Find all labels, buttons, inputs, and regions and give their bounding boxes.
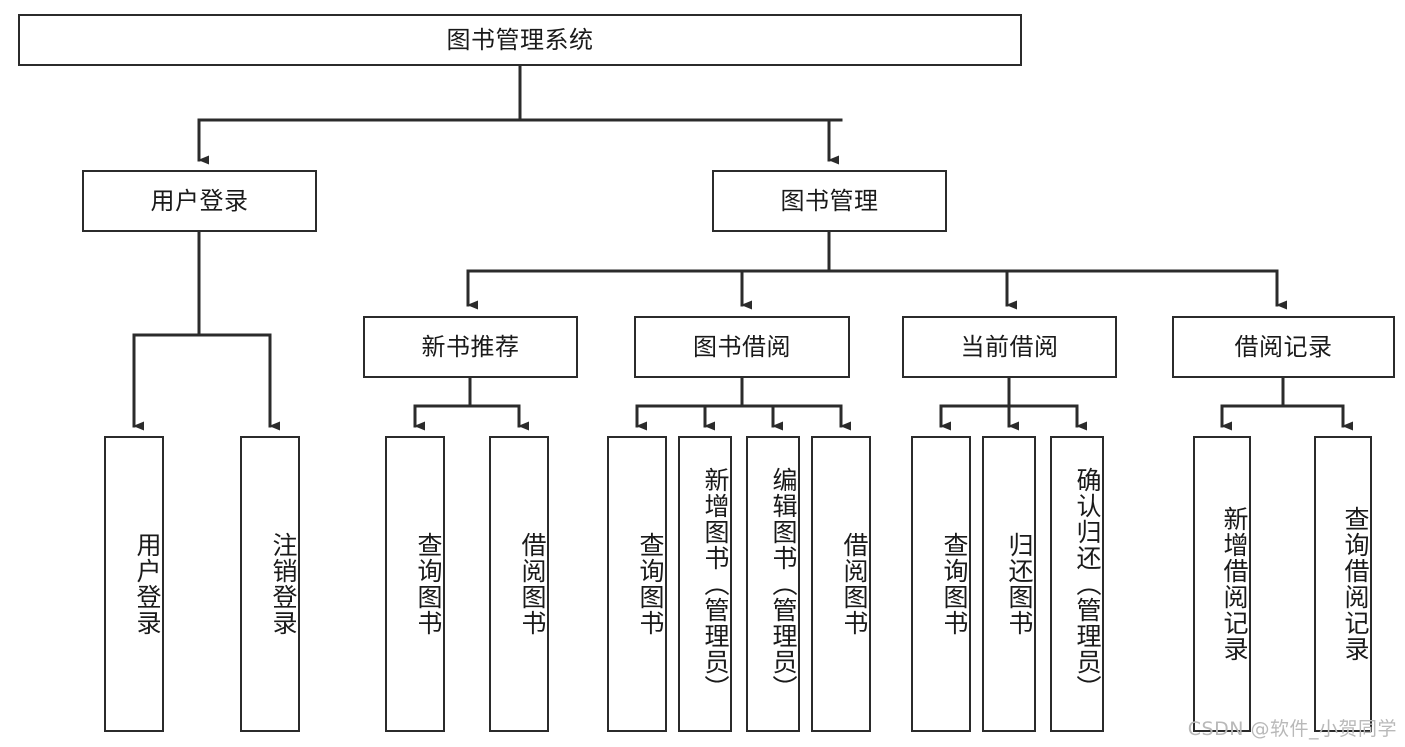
leaf-borrow-query-books[interactable]: 查询图书 [607, 436, 667, 732]
leaf-user-login-signout[interactable]: 注销登录 [240, 436, 300, 732]
leaf-label: 查询图书 [940, 532, 969, 636]
leaf-label: 编辑图书（管理员） [769, 467, 798, 701]
node-current-borrowing[interactable]: 当前借阅 [902, 316, 1117, 378]
node-root-book-management-system[interactable]: 图书管理系统 [18, 14, 1022, 66]
leaf-new-book-borrow-books[interactable]: 借阅图书 [489, 436, 549, 732]
watermark-text: CSDN @软件_小贺同学 [1187, 718, 1397, 740]
leaf-label: 注销登录 [269, 532, 298, 636]
leaf-label: 确认归还（管理员） [1073, 467, 1102, 701]
leaf-label: 查询图书 [636, 532, 665, 636]
leaf-label: 用户登录 [133, 532, 162, 636]
leaf-current-return-books[interactable]: 归还图书 [982, 436, 1036, 732]
leaf-borrow-borrow-books[interactable]: 借阅图书 [811, 436, 871, 732]
leaf-label: 新增图书（管理员） [701, 467, 730, 701]
leaf-label: 借阅图书 [840, 532, 869, 636]
leaf-current-query-books[interactable]: 查询图书 [911, 436, 971, 732]
leaf-label: 归还图书 [1005, 532, 1034, 636]
leaf-label: 查询图书 [414, 532, 443, 636]
leaf-borrow-edit-book-admin[interactable]: 编辑图书（管理员） [746, 436, 800, 732]
leaf-current-confirm-return-admin[interactable]: 确认归还（管理员） [1050, 436, 1104, 732]
leaf-label: 新增借阅记录 [1220, 506, 1249, 662]
node-new-book-recommendation[interactable]: 新书推荐 [363, 316, 578, 378]
node-book-management[interactable]: 图书管理 [712, 170, 947, 232]
node-borrowing-record[interactable]: 借阅记录 [1172, 316, 1395, 378]
leaf-borrow-add-book-admin[interactable]: 新增图书（管理员） [678, 436, 732, 732]
leaf-record-add-borrow-record[interactable]: 新增借阅记录 [1193, 436, 1251, 732]
leaf-record-query-borrow-record[interactable]: 查询借阅记录 [1314, 436, 1372, 732]
leaf-user-login-signin[interactable]: 用户登录 [104, 436, 164, 732]
leaf-label: 借阅图书 [518, 532, 547, 636]
leaf-label: 查询借阅记录 [1341, 506, 1370, 662]
node-book-borrowing[interactable]: 图书借阅 [634, 316, 850, 378]
leaf-new-book-query-books[interactable]: 查询图书 [385, 436, 445, 732]
node-user-login[interactable]: 用户登录 [82, 170, 317, 232]
